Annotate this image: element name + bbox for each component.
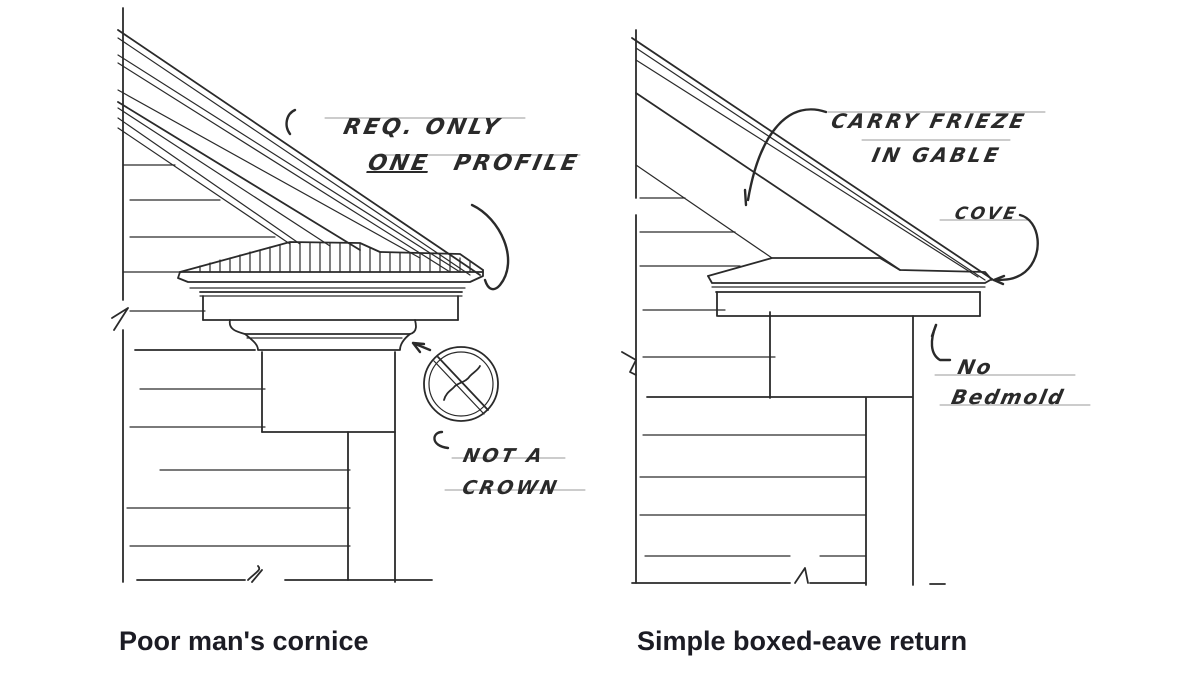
poor-mans-cornice-drawing	[111, 7, 586, 583]
caption-simple-boxed-eave-return: Simple boxed-eave return	[637, 626, 968, 656]
annotation-line-in-gable: IN GABLE	[869, 143, 1004, 167]
annotation-line-no: No	[955, 355, 996, 379]
annotation-cove-text: COVE	[952, 204, 1021, 224]
boxed-eave-return-drawing	[621, 29, 1091, 586]
annotation-carry-frieze-in-gable: CARRY FRIEZE IN GABLE	[821, 104, 1030, 172]
caption-poor-mans-cornice: Poor man's cornice	[119, 626, 369, 656]
annotation-cove: COVE	[953, 204, 1020, 224]
annotation-no-bedmold: No Bedmold	[949, 352, 1075, 412]
annotation-line-carry-frieze: CARRY FRIEZE	[829, 109, 1030, 133]
annotation-line-bedmold: Bedmold	[949, 385, 1068, 409]
